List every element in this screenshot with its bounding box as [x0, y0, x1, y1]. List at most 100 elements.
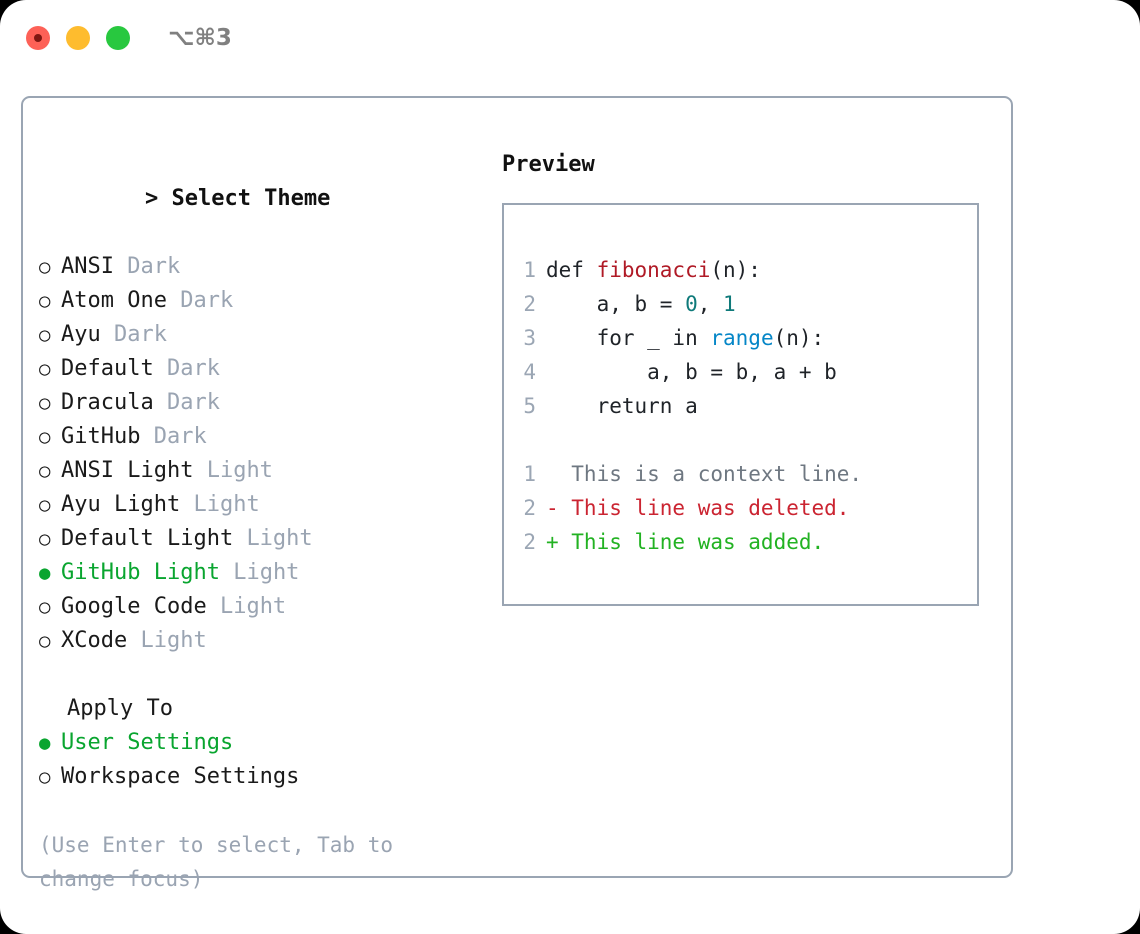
diff-line-content: This is a context line. [546, 462, 863, 486]
theme-variant-badge: Light [206, 458, 273, 483]
line-number: 1 [523, 462, 536, 486]
theme-option-default[interactable]: ○Default Dark [39, 352, 479, 386]
theme-option-default-light[interactable]: ○Default Light Light [39, 522, 479, 556]
line-number: 3 [523, 326, 536, 350]
preview-heading: Preview [502, 152, 595, 177]
code-line: 2 a, b = 0, 1 [504, 287, 977, 321]
theme-option-label: GitHub [61, 424, 141, 449]
theme-option-ansi-light[interactable]: ○ANSI Light Light [39, 454, 479, 488]
theme-variant-badge: Light [193, 492, 260, 517]
radio-selected-icon: ● [39, 732, 51, 754]
code-token-plain: , [697, 292, 724, 316]
theme-option-github[interactable]: ○ GitHub Dark [39, 420, 479, 454]
theme-option-atom-one[interactable]: ○Atom One Dark [39, 284, 479, 318]
theme-option-list: ○ANSI Dark○Atom One Dark○Ayu Dark○Defaul… [39, 250, 479, 658]
theme-variant-badge: Light [219, 594, 287, 619]
line-number: 1 [523, 258, 536, 282]
theme-option-label: Atom One [61, 288, 167, 313]
code-line-content: a, b = 0, 1 [546, 287, 736, 321]
label-gap [207, 590, 220, 624]
theme-option-ayu[interactable]: ○Ayu Dark [39, 318, 479, 352]
theme-variant-badge: Light [246, 526, 313, 551]
code-token-plain: (n): [710, 258, 761, 282]
theme-option-label: Ayu Light [61, 492, 181, 517]
apply-to-option-label: User Settings [61, 730, 234, 755]
close-window-button[interactable] [26, 26, 50, 50]
theme-option-ansi[interactable]: ○ ANSI Dark [39, 250, 479, 284]
theme-option-github-light[interactable]: ●GitHub Light Light [39, 556, 479, 590]
code-token-num: 1 [723, 292, 736, 316]
theme-list-column: > Select Theme ○ANSI Dark○Atom One Dark○… [39, 148, 479, 896]
label-gap [180, 488, 193, 522]
theme-variant-badge: Dark [127, 254, 181, 279]
code-token-plain: a, b = b, a + b [546, 360, 837, 384]
theme-option-label: Default Light [61, 526, 234, 551]
line-number: 5 [523, 394, 536, 418]
keyboard-hint-text: (Use Enter to select, Tab to change focu… [39, 833, 394, 891]
apply-to-option-label: Workspace Settings [61, 764, 300, 789]
diff-sample: 1 This is a context line. 2 - This line wa… [504, 457, 977, 559]
theme-variant-badge: Light [140, 628, 207, 653]
code-line: 3 for _ in range(n): [504, 321, 977, 355]
line-number: 4 [523, 360, 536, 384]
label-gap [140, 420, 153, 454]
theme-option-label: Dracula [61, 390, 154, 415]
radio-unselected-icon: ○ [39, 630, 51, 652]
line-number: 2 [523, 292, 536, 316]
code-token-num: 0 [685, 292, 698, 316]
theme-option-label: Google Code [61, 594, 207, 619]
label-gap [167, 284, 180, 318]
maximize-window-button[interactable] [106, 26, 130, 50]
diff-line-content: + This line was added. [546, 530, 825, 554]
theme-selector-panel: > Select Theme ○ANSI Dark○Atom One Dark○… [21, 96, 1013, 891]
label-gap [154, 352, 167, 386]
theme-option-label: ANSI [61, 254, 114, 279]
keyboard-shortcut-label: ⌥⌘3 [168, 25, 232, 51]
diff-line-content: - This line was deleted. [546, 496, 850, 520]
radio-unselected-icon: ○ [39, 596, 51, 618]
code-diff-spacer [504, 423, 977, 457]
line-number: 2 [523, 530, 536, 554]
theme-variant-badge: Light [233, 560, 300, 585]
radio-unselected-icon: ○ [39, 324, 51, 346]
code-line-content: return a [546, 389, 698, 423]
apply-to-option-user-settings[interactable]: ● User Settings [39, 726, 479, 760]
radio-unselected-icon: ○ [39, 766, 51, 788]
theme-option-xcode[interactable]: ○XCode Light [39, 624, 479, 658]
radio-unselected-icon: ○ [39, 460, 51, 482]
code-line-content: def fibonacci(n): [546, 253, 761, 287]
theme-variant-badge: Dark [114, 322, 167, 347]
radio-unselected-icon: ○ [39, 358, 51, 380]
theme-option-dracula[interactable]: ○ Dracula Dark [39, 386, 479, 420]
label-gap [114, 250, 127, 284]
apply-to-option-list: ● User Settings ○ Workspace Settings [39, 726, 479, 794]
theme-option-label: GitHub Light [61, 560, 220, 585]
select-theme-heading: > Select Theme [39, 148, 479, 250]
theme-option-google-code[interactable]: ○ Google Code Light [39, 590, 479, 624]
label-gap [127, 624, 140, 658]
theme-variant-badge: Dark [153, 424, 207, 449]
label-gap [193, 454, 206, 488]
code-token-plain: def [546, 258, 597, 282]
radio-unselected-icon: ○ [39, 256, 51, 278]
code-line: 4 a, b = b, a + b [504, 355, 977, 389]
list-spacer [39, 658, 479, 692]
apply-to-option-workspace-settings[interactable]: ○ Workspace Settings [39, 760, 479, 794]
code-token-plain: a, b = [546, 292, 686, 316]
code-token-plain: return a [546, 394, 698, 418]
radio-unselected-icon: ○ [39, 494, 51, 516]
apply-to-heading: Apply To [67, 696, 173, 721]
minimize-window-button[interactable] [66, 26, 90, 50]
theme-variant-badge: Dark [180, 288, 234, 313]
code-token-fn: fibonacci [596, 258, 711, 282]
radio-unselected-icon: ○ [39, 426, 51, 448]
theme-option-ayu-light[interactable]: ○ Ayu Light Light [39, 488, 479, 522]
select-theme-label: Select Theme [171, 186, 331, 211]
theme-variant-badge: Dark [166, 390, 220, 415]
label-gap [101, 318, 114, 352]
code-line: 5 return a [504, 389, 977, 423]
radio-unselected-icon: ○ [39, 392, 51, 414]
label-gap [220, 556, 233, 590]
